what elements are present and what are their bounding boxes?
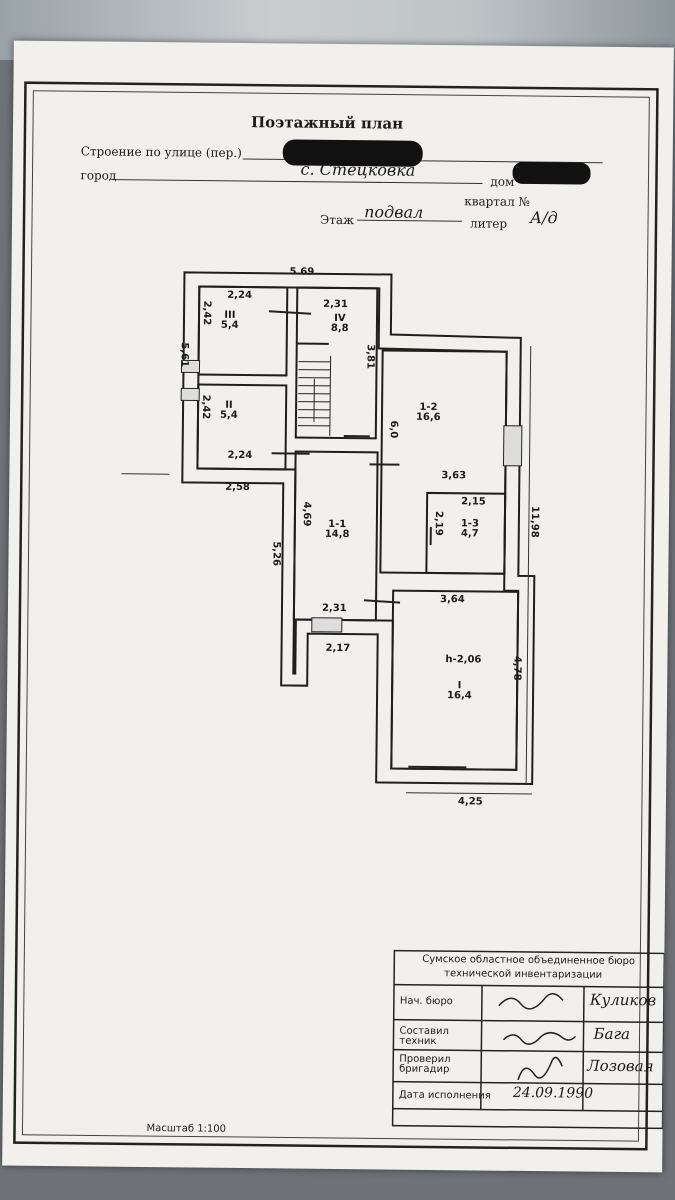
street-label: Строение по улице (пер.) (80, 144, 242, 160)
doors (269, 310, 467, 769)
city-line (112, 179, 483, 184)
dim-r11-width: 2,31 (321, 602, 347, 615)
dim-left-lower: 5,26 (270, 541, 282, 567)
dim-ri-height: 4,78 (511, 655, 523, 681)
dim-r4-height: 3,81 (364, 344, 376, 370)
redaction-street (282, 139, 423, 167)
windows (180, 359, 523, 633)
stamp-date-label: Дата исполнения (398, 1089, 491, 1102)
dim-r2-width: 2,24 (227, 449, 253, 462)
dim-ri-width: 3,64 (440, 594, 465, 606)
stamp-name-brigadier: Лозовая (587, 1056, 654, 1076)
dim-r3-height: 2,42 (200, 300, 213, 326)
floor-label: Этаж (319, 212, 355, 228)
stairs (297, 355, 332, 436)
city-label: город (80, 168, 117, 183)
dim-r2-height: 2,42 (199, 394, 212, 420)
dim-r12-width: 3,63 (441, 470, 467, 482)
dim-top-total: 5.69 (289, 266, 315, 278)
block-label: квартал № (464, 194, 531, 209)
dim-r3-width: 2,24 (227, 289, 252, 302)
scale-label: Масштаб 1:100 (146, 1123, 227, 1135)
house-label: дом (490, 174, 515, 189)
sheet-inner-frame (21, 90, 650, 1142)
stamp-org-line2: технической инвентаризации (444, 968, 603, 981)
walls-outer (181, 271, 536, 786)
dimension-ticks (121, 345, 533, 795)
stamp-name-tech: Бага (593, 1024, 631, 1044)
stamp-role-brigadier: Проверил бригадир (399, 1053, 451, 1076)
dim-bottom-total: 4,25 (457, 796, 483, 808)
letter-label: литер (469, 216, 508, 231)
dim-r4-width: 2,31 (323, 298, 348, 311)
dim-step: 2,58 (225, 481, 250, 494)
stamp-date-value: 24.09.1990 (512, 1084, 594, 1102)
dim-lower-width: 2,17 (325, 642, 351, 655)
floor-value: подвал (364, 202, 424, 222)
plan-drawing (13, 81, 666, 1151)
stamp-name-head: Куликов (589, 990, 657, 1010)
dim-r12-height: 6,0 (387, 420, 399, 439)
page-title: Поэтажный план (250, 113, 404, 133)
dim-r11-height: 4,69 (300, 501, 313, 527)
redaction-house (512, 161, 591, 185)
floor-line (357, 219, 463, 222)
dim-right-total: 11,98 (528, 505, 541, 538)
stamp-box (391, 949, 666, 1130)
sheet-frame (13, 81, 659, 1151)
stamp-role-head: Нач. бюро (399, 995, 453, 1008)
dim-r13-height: 2,19 (432, 510, 445, 536)
dim-ceiling-height: h-2,06 (445, 654, 482, 666)
dim-r13-width: 2,15 (461, 496, 486, 508)
letter-value: А/д (529, 207, 558, 228)
dim-left-side: 5,61 (178, 342, 190, 368)
stamp-role-tech: Составил техник (399, 1025, 449, 1048)
city-value: с. Стецковка (300, 159, 416, 180)
signatures (498, 993, 577, 1081)
floor-plan-sheet: Поэтажный план Строение по улице (пер.) … (2, 40, 674, 1173)
